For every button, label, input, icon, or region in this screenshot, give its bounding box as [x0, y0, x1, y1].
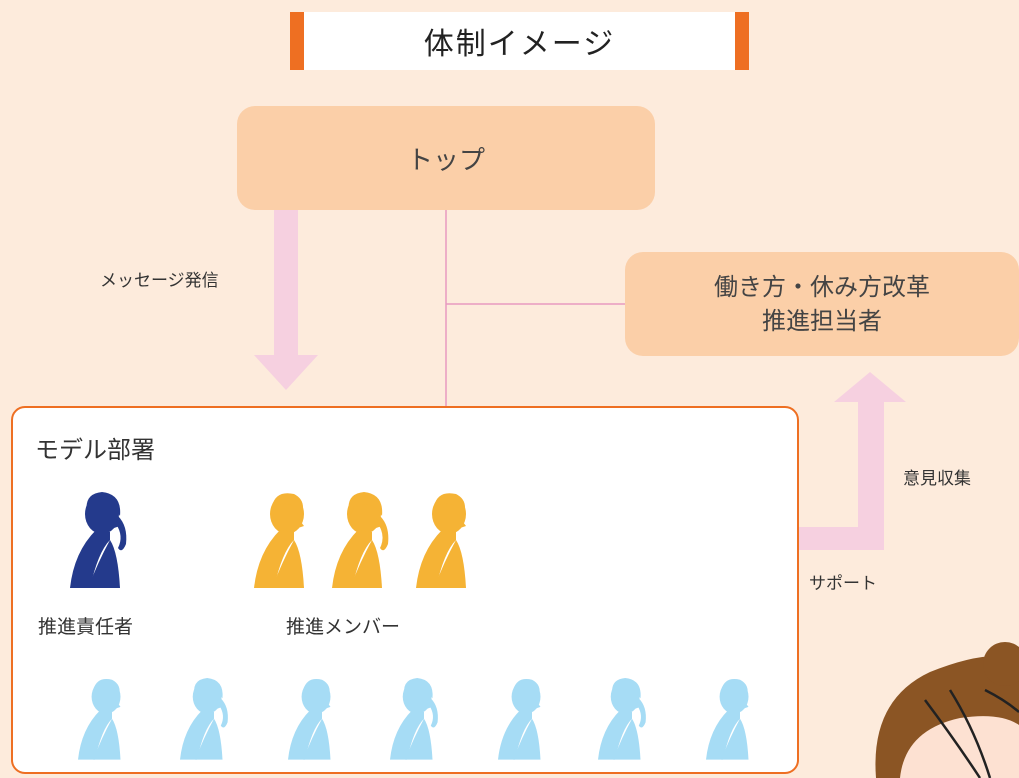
diagram-title: 体制イメージ [290, 12, 749, 70]
member-person-icon-2 [332, 492, 389, 588]
lead-box-line2: 推進担当者 [762, 307, 882, 335]
staff-person-icon-7 [706, 679, 749, 760]
promotion-lead-box: 働き方・休み方改革 推進担当者 [625, 252, 1019, 356]
message-arrow [254, 210, 318, 390]
support-label: サポート [809, 574, 877, 594]
staff-person-icon-1 [78, 679, 121, 760]
model-dept-box [11, 406, 799, 774]
staff-person-icon-6 [598, 678, 646, 760]
lead-box-line1: 働き方・休み方改革 [714, 273, 930, 301]
staff-person-icon-3 [288, 679, 331, 760]
top-box-label: トップ [406, 145, 485, 176]
diagram-title-text: 体制イメージ [423, 27, 616, 62]
top-box: トップ [237, 106, 655, 210]
staff-person-icon-2 [180, 678, 228, 760]
member-person-icon-3 [416, 493, 466, 588]
staff-person-icon-4 [390, 678, 438, 760]
staff-person-icon-5 [498, 679, 541, 760]
member-person-icon-1 [254, 493, 304, 588]
model-dept-title: モデル部署 [35, 436, 155, 464]
character-illustration-icon [875, 642, 1019, 778]
feedback-label: 意見収集 [903, 469, 971, 489]
leader-person-icon [70, 492, 127, 588]
leader-label: 推進責任者 [38, 616, 134, 638]
members-label: 推進メンバー [286, 616, 401, 638]
message-label: メッセージ発信 [100, 271, 219, 291]
